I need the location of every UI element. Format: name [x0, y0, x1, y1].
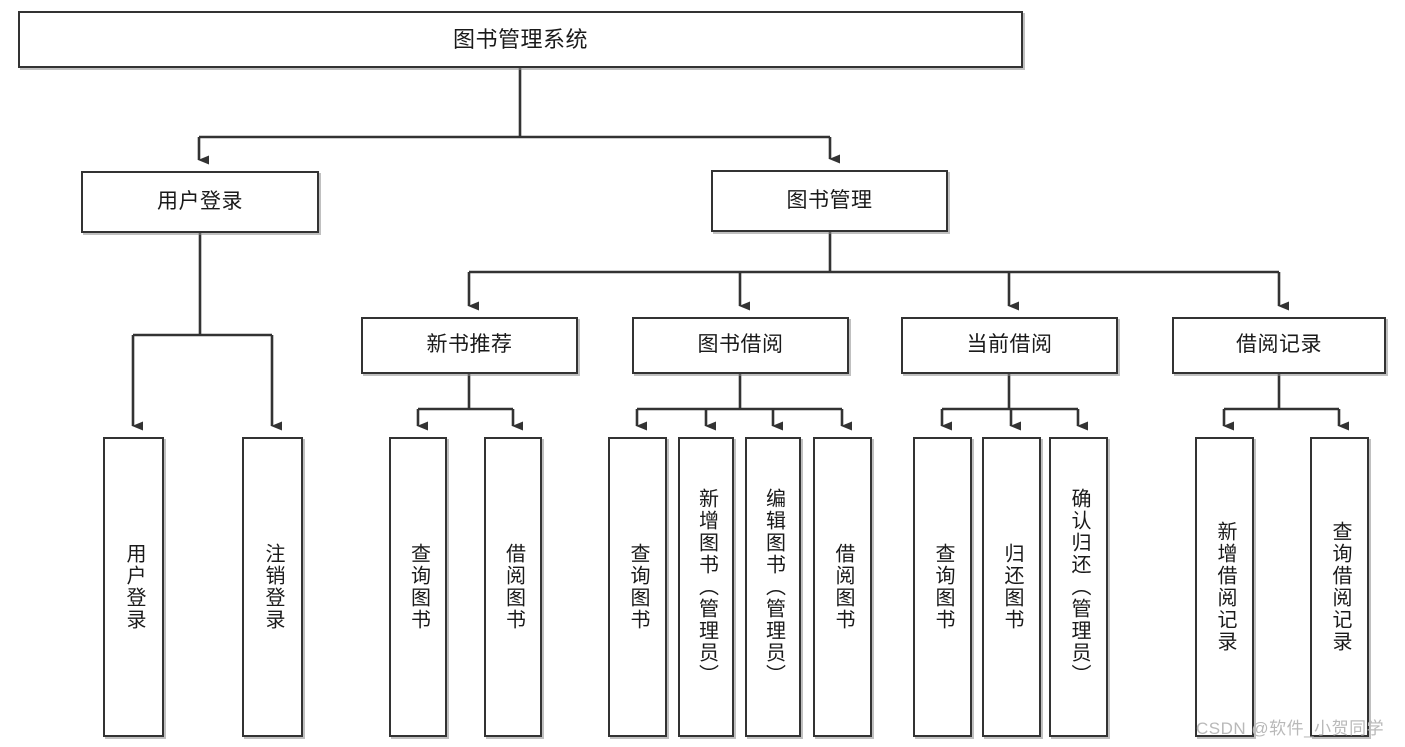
node-leaf-query-record-label: 查询借阅记录	[1329, 521, 1351, 653]
node-leaf-user-logout-label: 注销登录	[262, 543, 284, 631]
node-leaf-user-logout[interactable]: 注销登录	[242, 437, 303, 737]
node-book-manage[interactable]: 图书管理	[711, 170, 948, 232]
node-leaf-add-record-label: 新增借阅记录	[1214, 521, 1236, 653]
node-leaf-query-book-2[interactable]: 查询图书	[608, 437, 667, 737]
node-leaf-borrow-book-2[interactable]: 借阅图书	[813, 437, 872, 737]
node-leaf-borrow-book-2-label: 借阅图书	[832, 543, 854, 631]
node-borrow-record-label: 借阅记录	[1236, 333, 1322, 357]
node-leaf-query-book-3-label: 查询图书	[932, 543, 954, 631]
node-leaf-user-login-label: 用户登录	[123, 543, 145, 631]
node-current-borrow-label: 当前借阅	[966, 333, 1053, 357]
node-leaf-confirm-return[interactable]: 确认归还（管理员）	[1049, 437, 1108, 737]
node-root-label: 图书管理系统	[452, 26, 588, 52]
node-current-borrow[interactable]: 当前借阅	[901, 317, 1118, 374]
node-user-login-label: 用户登录	[157, 189, 243, 213]
node-leaf-query-book-1[interactable]: 查询图书	[389, 437, 447, 737]
node-leaf-borrow-book-1[interactable]: 借阅图书	[484, 437, 542, 737]
node-leaf-confirm-return-label: 确认归还（管理员）	[1068, 488, 1090, 686]
node-root[interactable]: 图书管理系统	[18, 11, 1023, 68]
node-leaf-query-book-3[interactable]: 查询图书	[913, 437, 972, 737]
node-leaf-edit-book[interactable]: 编辑图书（管理员）	[745, 437, 801, 737]
node-user-login[interactable]: 用户登录	[81, 171, 319, 233]
node-leaf-add-record[interactable]: 新增借阅记录	[1195, 437, 1254, 737]
node-leaf-query-book-2-label: 查询图书	[627, 543, 649, 631]
node-leaf-query-record[interactable]: 查询借阅记录	[1310, 437, 1369, 737]
node-new-book-recommend-label: 新书推荐	[426, 333, 513, 357]
node-borrow-record[interactable]: 借阅记录	[1172, 317, 1386, 374]
csdn-watermark: CSDN @软件_小贺同学	[1196, 719, 1385, 738]
node-leaf-edit-book-label: 编辑图书（管理员）	[762, 488, 785, 686]
node-book-borrow-label: 图书借阅	[697, 333, 784, 357]
node-new-book-recommend[interactable]: 新书推荐	[361, 317, 578, 374]
node-leaf-add-book-label: 新增图书（管理员）	[695, 488, 718, 686]
node-leaf-return-book[interactable]: 归还图书	[982, 437, 1041, 737]
node-book-manage-label: 图书管理	[786, 188, 873, 212]
node-book-borrow[interactable]: 图书借阅	[632, 317, 849, 374]
node-leaf-borrow-book-1-label: 借阅图书	[502, 543, 525, 631]
node-leaf-query-book-1-label: 查询图书	[407, 543, 430, 631]
node-leaf-user-login[interactable]: 用户登录	[103, 437, 164, 737]
node-leaf-return-book-label: 归还图书	[1001, 543, 1023, 631]
node-leaf-add-book[interactable]: 新增图书（管理员）	[678, 437, 734, 737]
